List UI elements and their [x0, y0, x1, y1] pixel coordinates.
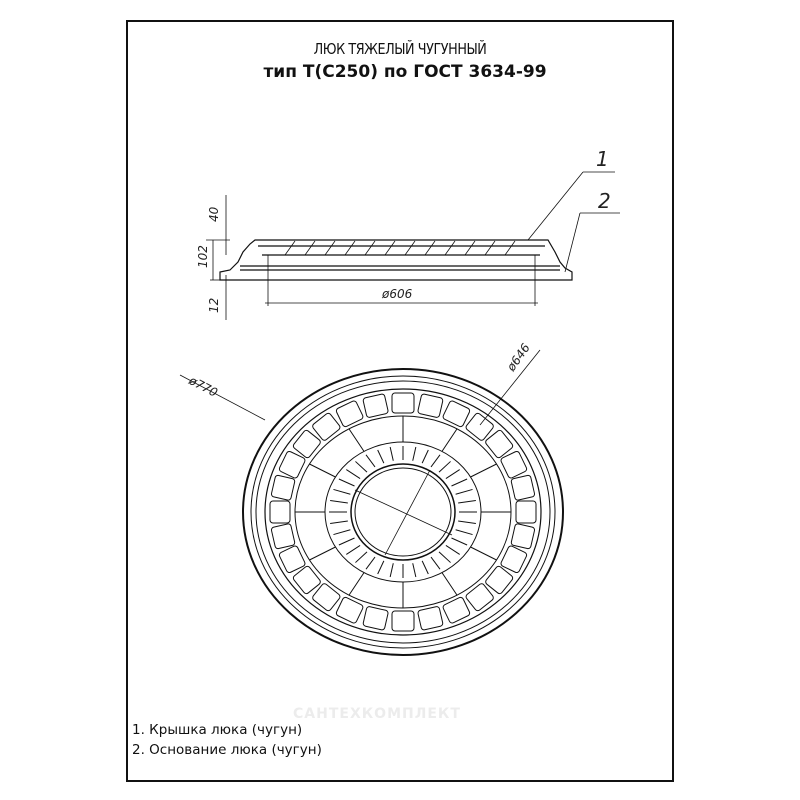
- pattern-cell: [417, 393, 444, 418]
- legend-item-2: 2. Основание люка (чугун): [132, 742, 322, 758]
- pattern-cell: [438, 551, 451, 563]
- pattern-cell: [269, 500, 291, 524]
- pattern-cell: [309, 463, 336, 478]
- dim-diameter-606: ø606: [381, 287, 413, 301]
- pattern-cell: [430, 454, 441, 468]
- pattern-cell: [458, 520, 476, 524]
- dim-height-bottom: 12: [207, 298, 221, 313]
- pattern-cell: [485, 429, 514, 459]
- pattern-cell: [365, 454, 376, 468]
- dim-diameter-646: ø646: [503, 341, 533, 375]
- pattern-cell: [421, 449, 429, 464]
- pattern-cell: [355, 461, 368, 473]
- pattern-cell: [377, 449, 385, 464]
- pattern-cell: [441, 572, 458, 596]
- plan-view: [179, 349, 564, 656]
- pattern-cell: [470, 463, 497, 478]
- pattern-cell: [330, 520, 348, 524]
- pattern-cell: [455, 488, 473, 495]
- pattern-cell: [510, 474, 536, 501]
- pattern-cell: [500, 450, 528, 479]
- pattern-cell: [355, 551, 368, 563]
- pattern-cell: [377, 560, 385, 575]
- title-line-2: тип Т(С250) по ГОСТ 3634-99: [0, 62, 800, 82]
- pattern-cell: [412, 446, 417, 461]
- pattern-cell: [292, 429, 321, 459]
- pattern-cell: [292, 565, 321, 595]
- pattern-cell: [421, 560, 429, 575]
- title-text-1: ЛЮК ТЯЖЕЛЫЙ ЧУГУННЫЙ: [313, 40, 487, 58]
- parts-legend: 1. Крышка люка (чугун) 2. Основание люка…: [132, 720, 322, 760]
- pattern-cell: [362, 393, 389, 418]
- pattern-cell: [445, 545, 460, 555]
- pattern-cell: [365, 556, 376, 570]
- pattern-cell: [362, 606, 389, 631]
- pattern-cell: [270, 523, 296, 550]
- pattern-cell: [333, 488, 351, 495]
- pattern-cell: [445, 469, 460, 479]
- pattern-cell: [335, 400, 364, 428]
- pattern-cell: [500, 545, 528, 574]
- pattern-cell: [458, 500, 476, 504]
- pattern-cell: [338, 537, 355, 546]
- pattern-cell: [438, 461, 451, 473]
- pattern-cell: [430, 556, 441, 570]
- pattern-cell: [278, 450, 306, 479]
- pattern-cell: [442, 400, 471, 428]
- pattern-cell: [346, 469, 361, 479]
- title-line-1: ЛЮК ТЯЖЕЛЫЙ ЧУГУННЫЙ: [60, 40, 740, 58]
- side-view: [206, 171, 620, 320]
- pattern-cell: [270, 474, 296, 501]
- pattern-cell: [470, 546, 497, 561]
- pattern-cell: [465, 412, 494, 441]
- pattern-cell: [451, 478, 468, 487]
- pattern-cell: [442, 596, 471, 624]
- dim-height-top: 40: [207, 206, 221, 222]
- watermark: САНТЕХКОМПЛЕКТ: [293, 706, 461, 722]
- pattern-cell: [309, 546, 336, 561]
- pattern-cell: [312, 583, 341, 612]
- pattern-cell: [346, 545, 361, 555]
- pattern-cell: [485, 565, 514, 595]
- pattern-cell: [333, 529, 351, 536]
- pattern-cell: [455, 529, 473, 536]
- pattern-cell: [412, 563, 417, 578]
- pattern-cell: [441, 428, 458, 452]
- pattern-cell: [389, 563, 394, 578]
- pattern-cell: [338, 478, 355, 487]
- pattern-cell: [515, 500, 537, 524]
- pattern-cell: [335, 596, 364, 624]
- dim-height-total: 102: [196, 245, 210, 268]
- pattern-cell: [510, 523, 536, 550]
- pattern-cell: [330, 500, 348, 504]
- pattern-cell: [391, 392, 415, 414]
- pattern-cell: [348, 572, 365, 596]
- dim-diameter-770: ø770: [186, 373, 220, 400]
- callout-1: 1: [596, 147, 609, 171]
- callout-2: 2: [598, 189, 611, 213]
- pattern-cell: [389, 446, 394, 461]
- legend-item-1: 1. Крышка люка (чугун): [132, 722, 303, 738]
- pattern-cell: [451, 537, 468, 546]
- pattern-cell: [391, 610, 415, 632]
- pattern-cell: [312, 412, 341, 441]
- pattern-cell: [278, 545, 306, 574]
- title-text-2: тип Т(С250) по ГОСТ 3634-99: [263, 62, 547, 82]
- pattern-cell: [465, 583, 494, 612]
- pattern-cell: [348, 428, 365, 452]
- pattern-cell: [417, 606, 444, 631]
- drawing-frame: [126, 20, 674, 782]
